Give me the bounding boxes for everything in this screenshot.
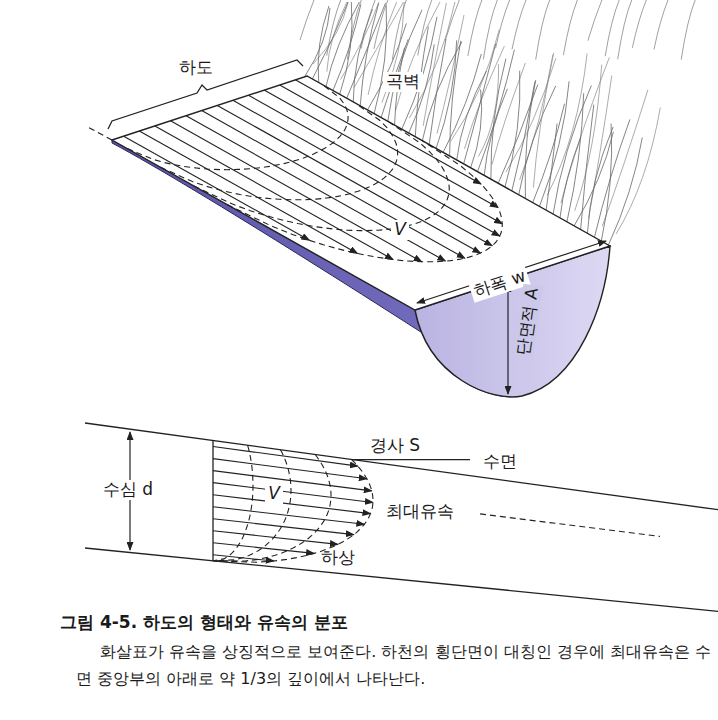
hatch-stroke — [468, 0, 482, 56]
caption-body: 화살표가 유속을 상징적으로 보여준다. 하천의 횡단면이 대칭인 경우에 최대… — [76, 638, 712, 692]
hatch-stroke — [392, 0, 406, 60]
slope-label: 경사 S — [370, 436, 420, 456]
velocity-arrow — [186, 116, 445, 261]
depth-label: 수심 d — [100, 480, 156, 500]
hatch-stroke — [632, 0, 646, 48]
profile-velocity-arrows — [213, 445, 660, 562]
hatch-stroke — [318, 6, 329, 84]
hatch-stroke — [463, 44, 495, 165]
velocity-arrow — [213, 495, 371, 514]
hatch-stroke — [512, 82, 535, 192]
velocity-symbol: V — [265, 484, 283, 504]
velocity-arrow — [139, 131, 357, 253]
hatch-stroke — [567, 93, 584, 223]
hatch-stroke — [443, 54, 482, 153]
hatch-stroke — [581, 105, 594, 231]
velocity-arrow — [213, 519, 354, 535]
hatch-stroke — [346, 3, 385, 99]
width-arrow — [417, 241, 606, 303]
velocity-arrow — [213, 471, 372, 491]
max-velocity-label: 최대유속 — [383, 502, 457, 522]
wall-label: 곡벽 — [383, 72, 423, 92]
hatch-stroke — [470, 90, 481, 169]
hatch-stroke — [339, 2, 352, 95]
hatch-stroke — [536, 0, 550, 60]
velocity-arrow — [213, 483, 373, 503]
hatch-stroke — [533, 53, 553, 188]
hatch-stroke — [396, 2, 440, 110]
hatch-stroke — [326, 2, 360, 88]
velocity-arrow — [202, 111, 465, 259]
velocity-arrow — [124, 136, 310, 240]
velocity-arrow — [217, 105, 480, 253]
hatch-stroke — [300, 0, 314, 40]
velocity-arrow — [249, 95, 500, 236]
hatch-stroke — [547, 54, 587, 196]
velocity-arrow — [213, 531, 338, 545]
hatch-stroke — [575, 65, 602, 211]
hatch-stroke — [505, 71, 520, 188]
bed-label: 하상 — [321, 548, 355, 568]
velocity-arrow — [233, 100, 492, 246]
velocity-arrow — [155, 126, 393, 260]
hatch-stroke — [465, 46, 505, 149]
surface-label: 수면 — [483, 452, 517, 472]
velocity-arrow — [295, 80, 481, 184]
hatch-stroke — [484, 89, 507, 177]
hatch-stroke — [587, 127, 613, 234]
hatch-stroke — [605, 0, 619, 56]
hatch-stroke — [450, 41, 461, 157]
hatch-stroke — [491, 59, 506, 181]
hatch-stroke — [602, 90, 648, 226]
hatch-stroke — [618, 0, 632, 59]
velocity-symbol: V — [391, 220, 409, 240]
hatch-stroke — [457, 71, 487, 161]
hatch-stroke — [333, 4, 361, 91]
velocity-arrow — [213, 555, 274, 561]
max-velocity-line — [480, 514, 660, 537]
hatch-stroke — [327, 2, 347, 72]
hatch-stroke — [681, 0, 695, 60]
hatch-stroke — [361, 0, 375, 49]
velocity-arrow — [213, 543, 314, 554]
hatch-stroke — [654, 0, 668, 49]
hatch-stroke — [327, 0, 341, 56]
velocity-arrow — [213, 447, 358, 467]
velocity-arrow — [264, 90, 502, 224]
surface-velocity-arrows — [124, 80, 503, 262]
hatch-stroke — [360, 3, 379, 107]
hatch-stroke — [423, 3, 446, 126]
hatch-stroke — [594, 119, 630, 238]
hatch-stroke — [436, 40, 457, 149]
water-surface — [112, 76, 610, 310]
water-surface-line — [85, 423, 718, 510]
hatch-stroke — [418, 0, 432, 56]
velocity-arrow — [213, 459, 367, 479]
channel-label: 하도 — [179, 58, 213, 78]
hatch-stroke — [483, 0, 497, 59]
depth-arrow — [507, 284, 508, 394]
figure-caption: 그림 4-5. 하도의 형태와 유속의 분포 — [60, 611, 348, 634]
hatch-stroke — [429, 39, 446, 145]
hatch-stroke — [588, 0, 602, 41]
slope-reference-line — [352, 459, 470, 460]
velocity-arrow — [280, 85, 498, 207]
hatch-stroke — [347, 0, 361, 60]
hatch-stroke — [616, 108, 660, 235]
hatch-stroke — [374, 0, 388, 49]
hatch-stroke — [445, 0, 459, 40]
velocity-profile — [213, 455, 331, 562]
hatch-stroke — [312, 2, 348, 80]
hatch-stroke — [512, 0, 526, 49]
hatch-stroke — [496, 0, 510, 48]
hatch-stroke — [563, 0, 577, 55]
hatch-stroke — [305, 8, 330, 76]
hatch-stroke — [601, 124, 612, 243]
hatch-stroke — [532, 104, 564, 204]
velocity-arrow — [171, 121, 422, 262]
bed-line — [85, 548, 718, 611]
hatch-stroke — [477, 50, 514, 173]
hatch-stroke — [492, 63, 525, 165]
